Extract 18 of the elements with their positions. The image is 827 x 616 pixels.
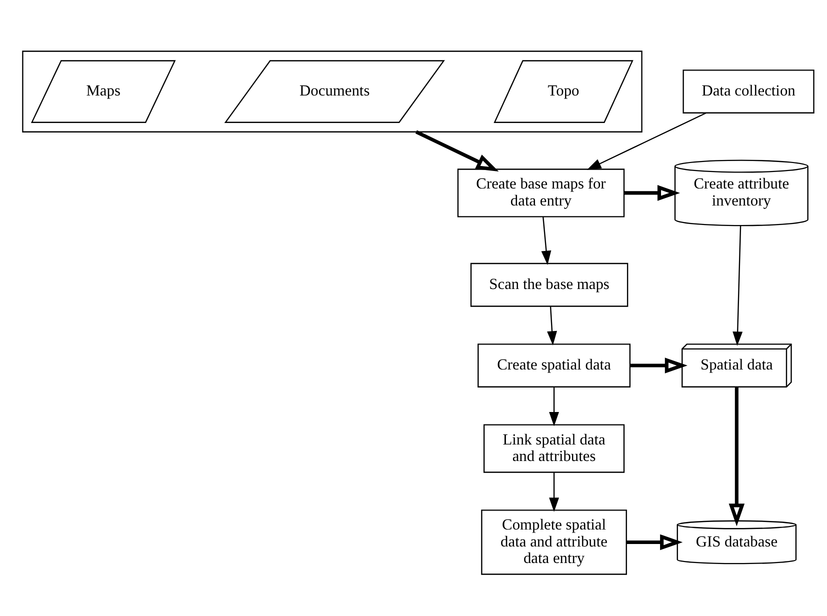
arrow [586,112,706,170]
cluster [22,50,642,132]
node-box: Create spatial data [478,344,631,388]
arrow [624,185,680,201]
arrow [541,216,552,266]
arrow [549,387,560,426]
arrow [547,306,557,346]
node-box: Scan the base maps [470,262,628,307]
arrow [630,358,688,374]
node-box: Complete spatial data and attribute data entry [481,510,627,575]
arrow [732,226,743,346]
arrow [415,130,499,172]
node-box: Create base maps for data entry [457,168,625,218]
node-box: Data collection [682,70,814,114]
arrow [626,534,683,550]
arrow [728,387,745,526]
node-box: Link spatial data and attributes [483,424,625,473]
arrow [549,472,560,512]
